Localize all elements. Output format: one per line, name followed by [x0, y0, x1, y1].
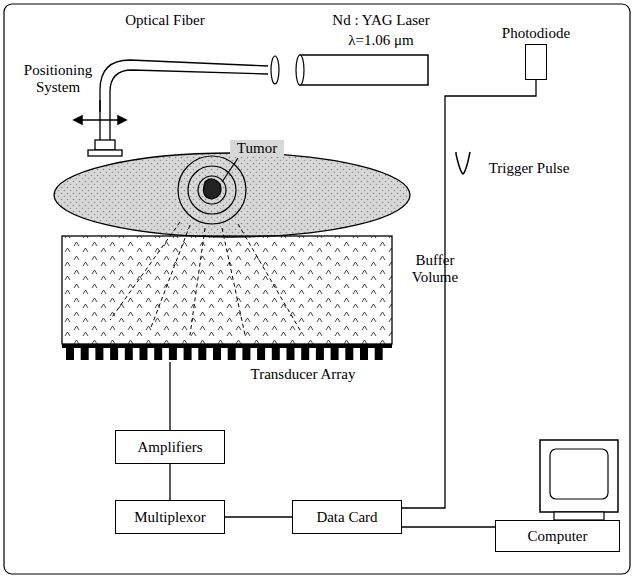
- transducer-element: [66, 348, 74, 360]
- process-box: Data Card: [292, 500, 402, 534]
- transducer-element: [287, 348, 295, 360]
- process-box: Multiplexor: [115, 500, 225, 534]
- part-label: Positioning System: [18, 62, 98, 95]
- part-label: Transducer Array: [228, 366, 378, 383]
- transducer-element: [169, 348, 177, 360]
- process-box: Computer: [495, 520, 620, 552]
- box-label: Computer: [528, 528, 588, 545]
- transducer-element: [375, 348, 383, 360]
- pulse-symbol: [456, 152, 470, 174]
- transducer-element: [242, 348, 250, 360]
- connector: [225, 517, 292, 518]
- transducer-element: [301, 348, 309, 360]
- frame: [4, 4, 630, 574]
- connector: [402, 527, 495, 528]
- laser: [271, 55, 428, 85]
- part-label: Nd : YAG Laser: [316, 12, 446, 29]
- acoustic-rays: [110, 222, 300, 335]
- part-label: Tumor: [230, 140, 284, 157]
- transducer-element: [95, 348, 103, 360]
- transducer-element: [198, 348, 206, 360]
- tissue: [54, 153, 410, 237]
- connector: [402, 80, 536, 508]
- transducer-element: [331, 348, 339, 360]
- monitor: [540, 440, 618, 520]
- part-label: λ=1.06 μm: [316, 32, 446, 49]
- transducer-element: [345, 348, 353, 360]
- transducer-element: [110, 348, 118, 360]
- part-label: Trigger Pulse: [474, 160, 584, 177]
- lens: [271, 56, 279, 84]
- transducer-array: [62, 344, 392, 360]
- transducer-element: [81, 348, 89, 360]
- transducer-element: [228, 348, 236, 360]
- transducer-element: [316, 348, 324, 360]
- part-label: Buffer Volume: [400, 252, 470, 285]
- node-heading: Photodiode: [502, 25, 570, 42]
- positioning-arrows: [74, 100, 126, 124]
- transducer-element: [272, 348, 280, 360]
- box-label: Data Card: [316, 509, 377, 526]
- part-label: Optical Fiber: [110, 12, 220, 29]
- transducer-element: [184, 348, 192, 360]
- connector: [170, 464, 171, 500]
- wire: [169, 362, 170, 430]
- box-label: Amplifiers: [138, 439, 203, 456]
- transducer-element: [257, 348, 265, 360]
- tumor: [178, 156, 246, 224]
- photodiode: Photodiode: [525, 44, 547, 80]
- box-label: Multiplexor: [134, 509, 206, 526]
- transducer-element: [154, 348, 162, 360]
- transducer-element: [140, 348, 148, 360]
- process-box: Amplifiers: [115, 430, 225, 464]
- transducer-element: [360, 348, 368, 360]
- transducer-element: [213, 348, 221, 360]
- transducer-element: [125, 348, 133, 360]
